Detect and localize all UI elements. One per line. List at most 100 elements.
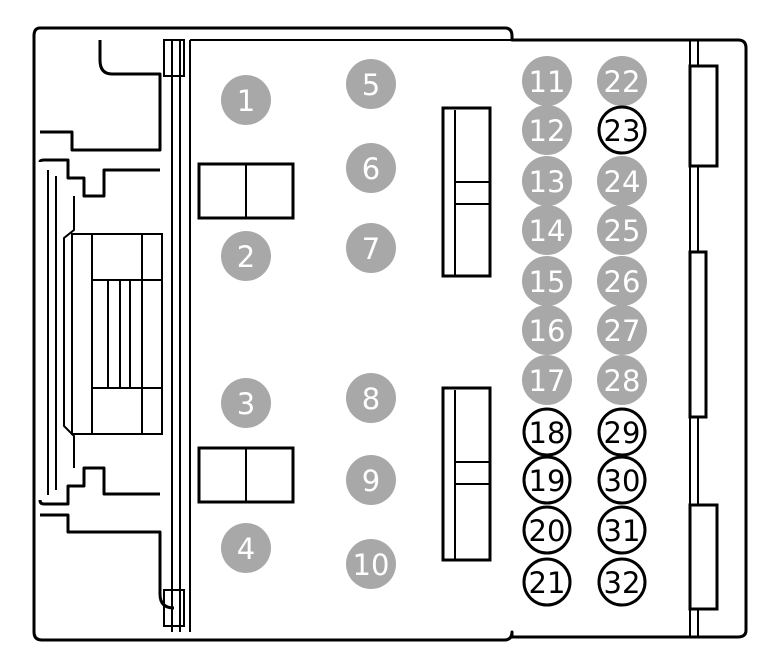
pin-25: 25 <box>597 205 647 255</box>
pin-circle <box>346 223 396 273</box>
pin-12: 12 <box>522 105 572 155</box>
pin-label: 8 <box>362 382 380 416</box>
pin-label: 12 <box>529 114 566 148</box>
pin-1: 1 <box>221 75 271 125</box>
pin-circle <box>522 557 572 607</box>
pin-4: 4 <box>221 523 271 573</box>
pin-7: 7 <box>346 223 396 273</box>
key-slot-lower <box>441 386 492 562</box>
pin-19: 19 <box>522 455 572 505</box>
pin-label: 15 <box>529 265 566 299</box>
pin-circle <box>522 256 572 306</box>
pin-10: 10 <box>346 539 396 589</box>
pin-3: 3 <box>221 378 271 428</box>
pin-16: 16 <box>522 305 572 355</box>
pin-label: 13 <box>529 165 566 199</box>
pin-circle <box>346 373 396 423</box>
pin-circle <box>522 205 572 255</box>
pin-circle <box>597 156 647 206</box>
pin-circle <box>221 231 271 281</box>
pin-32: 32 <box>597 557 647 607</box>
pin-label: 28 <box>604 364 641 398</box>
pin-15: 15 <box>522 256 572 306</box>
pin-label: 2 <box>237 240 255 274</box>
pin-label: 5 <box>362 68 380 102</box>
pin-label: 27 <box>604 314 641 348</box>
pin-23: 23 <box>597 105 647 155</box>
pin-22: 22 <box>597 56 647 106</box>
pin-18: 18 <box>522 407 572 457</box>
pin-21: 21 <box>522 557 572 607</box>
pin-circle <box>597 205 647 255</box>
pin-label: 18 <box>529 416 566 450</box>
pin-30: 30 <box>597 455 647 505</box>
pin-label: 7 <box>362 232 380 266</box>
pin-label: 16 <box>529 314 566 348</box>
pin-circle <box>522 355 572 405</box>
pin-label: 4 <box>237 532 255 566</box>
pin-31: 31 <box>597 505 647 555</box>
pin-29: 29 <box>597 407 647 457</box>
pin-circle <box>597 105 647 155</box>
pin-circle <box>597 305 647 355</box>
pin-label: 3 <box>237 387 255 421</box>
pin-label: 30 <box>604 464 641 498</box>
keying-features <box>197 106 492 562</box>
pin-5: 5 <box>346 59 396 109</box>
pin-label: 21 <box>529 566 566 600</box>
pin-label: 25 <box>604 214 641 248</box>
pin-28: 28 <box>597 355 647 405</box>
pin-14: 14 <box>522 205 572 255</box>
pin-circle <box>522 407 572 457</box>
pin-label: 29 <box>604 416 641 450</box>
pin-11: 11 <box>522 56 572 106</box>
pin-circle <box>346 143 396 193</box>
pin-circle <box>597 557 647 607</box>
pin-label: 19 <box>529 464 566 498</box>
pin-20: 20 <box>522 505 572 555</box>
pin-9: 9 <box>346 455 396 505</box>
pin-circle <box>522 505 572 555</box>
pin-17: 17 <box>522 355 572 405</box>
pin-circle <box>522 156 572 206</box>
pin-label: 26 <box>604 265 641 299</box>
pin-label: 10 <box>353 548 390 582</box>
pin-label: 17 <box>529 364 566 398</box>
pin-circle <box>597 56 647 106</box>
connector-housing <box>32 26 748 642</box>
pin-label: 6 <box>362 152 380 186</box>
pin-circle <box>221 378 271 428</box>
pin-circle <box>522 455 572 505</box>
pin-label: 24 <box>604 165 641 199</box>
pin-circle <box>597 407 647 457</box>
pin-label: 1 <box>237 84 255 118</box>
pin-circle <box>346 455 396 505</box>
pin-label: 14 <box>529 214 566 248</box>
pin-layer: 1234567891011121314151617181920212223242… <box>221 56 647 607</box>
pin-2: 2 <box>221 231 271 281</box>
pin-circle <box>597 455 647 505</box>
pin-circle <box>597 355 647 405</box>
pin-label: 23 <box>604 114 641 148</box>
pin-circle <box>221 75 271 125</box>
pin-27: 27 <box>597 305 647 355</box>
pin-circle <box>221 523 271 573</box>
pin-circle <box>346 59 396 109</box>
pin-24: 24 <box>597 156 647 206</box>
pin-circle <box>522 56 572 106</box>
pin-6: 6 <box>346 143 396 193</box>
pin-circle <box>522 105 572 155</box>
pin-label: 22 <box>604 65 641 99</box>
pin-8: 8 <box>346 373 396 423</box>
pin-13: 13 <box>522 156 572 206</box>
pin-label: 32 <box>604 566 641 600</box>
pin-label: 9 <box>362 464 380 498</box>
pin-label: 31 <box>604 514 641 548</box>
pin-circle <box>597 505 647 555</box>
pin-label: 20 <box>529 514 566 548</box>
pin-26: 26 <box>597 256 647 306</box>
pin-circle <box>522 305 572 355</box>
pin-circle <box>346 539 396 589</box>
key-slot-upper <box>441 106 492 278</box>
